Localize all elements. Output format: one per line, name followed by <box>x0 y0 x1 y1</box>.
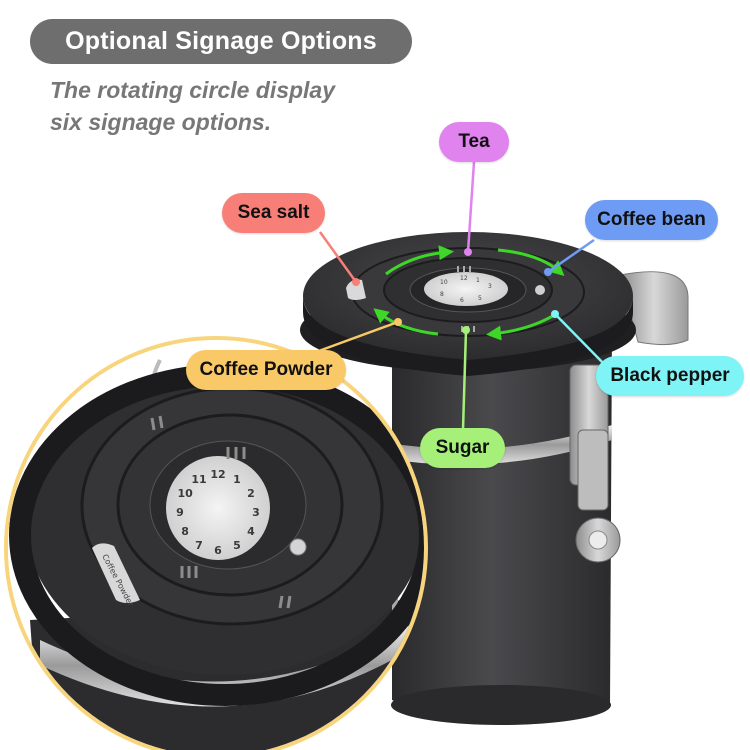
tag-coffee-powder: Coffee Powder <box>186 350 346 390</box>
svg-text:5: 5 <box>478 295 482 302</box>
svg-text:8: 8 <box>440 291 444 298</box>
svg-text:6: 6 <box>460 297 464 304</box>
dial-number: 11 <box>191 473 206 486</box>
tag-sugar: Sugar <box>420 428 505 468</box>
leader-lines <box>315 161 607 431</box>
dial-number: 10 <box>177 487 193 500</box>
dial-number: 2 <box>247 487 255 500</box>
dial-number: 12 <box>210 468 225 481</box>
tag-sea-salt: Sea salt <box>222 193 325 233</box>
dial-number: 9 <box>176 506 184 519</box>
leader-dots <box>352 248 559 334</box>
subtitle-line-2: six signage options. <box>50 109 272 135</box>
dial-number: 3 <box>252 506 260 519</box>
svg-text:10: 10 <box>440 279 448 286</box>
svg-text:3: 3 <box>488 283 492 290</box>
dial-number: 4 <box>247 525 255 538</box>
tag-black-pepper: Black pepper <box>596 356 744 396</box>
dial-number: 7 <box>195 539 203 552</box>
main-canister: 12 1 3 5 6 8 10 <box>300 232 689 725</box>
dial-number: 5 <box>233 539 241 552</box>
dial-number: 8 <box>181 525 189 538</box>
svg-text:12: 12 <box>460 275 468 282</box>
header-title: Optional Signage Options <box>30 19 412 64</box>
dial-number: 6 <box>214 544 222 557</box>
tag-coffee-bean: Coffee bean <box>585 200 718 240</box>
tag-tea: Tea <box>439 122 509 162</box>
svg-text:1: 1 <box>476 277 480 284</box>
subtitle-line-1: The rotating circle display <box>50 77 336 103</box>
dial-number: 1 <box>233 473 241 486</box>
subtitle: The rotating circle display six signage … <box>50 74 410 138</box>
